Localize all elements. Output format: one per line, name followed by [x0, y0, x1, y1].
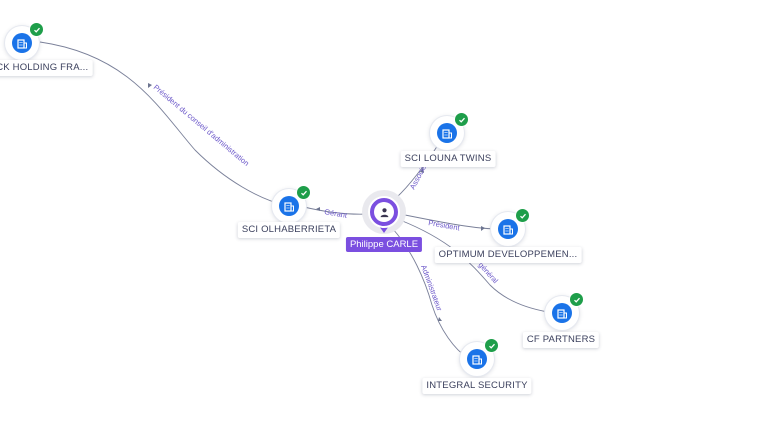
company-node-holding[interactable] [5, 22, 44, 60]
edge-arrow-1 [316, 207, 320, 211]
building-icon [467, 349, 487, 369]
edge-person-louna [395, 141, 441, 199]
building-icon [498, 219, 518, 239]
edge-olhaberrieta-person [303, 206, 369, 215]
edge-arrow-5 [438, 317, 442, 321]
company-label-cfpartners[interactable]: CF PARTNERS [522, 332, 600, 348]
company-node-louna[interactable] [430, 112, 469, 150]
company-label-optimum[interactable]: OPTIMUM DEVELOPPEMEN... [434, 247, 582, 263]
edge-arrow-3 [481, 226, 485, 231]
edge-person-cfpartners [399, 219, 549, 313]
company-label-louna[interactable]: SCI LOUNA TWINS [400, 151, 496, 167]
company-label-integral[interactable]: INTEGRAL SECURITY [422, 378, 532, 394]
edge-person-optimum [399, 213, 496, 230]
person-pin-tail [379, 226, 389, 233]
verified-check-icon [484, 338, 499, 353]
edge-holding-olhaberrieta [39, 41, 289, 207]
edge-label-2: Associé [408, 164, 428, 191]
edge-label-3: Président [428, 218, 462, 233]
edge-arrow-2 [420, 168, 424, 173]
building-icon [12, 33, 32, 53]
verified-check-icon [515, 208, 530, 223]
person-icon [374, 202, 394, 222]
verified-check-icon [29, 22, 44, 37]
edge-label-0: Président du conseil d'administration [152, 83, 251, 168]
building-icon [437, 123, 457, 143]
company-node-cfpartners[interactable] [545, 292, 584, 330]
company-label-olhaberrieta[interactable]: SCI OLHABERRIETA [237, 222, 341, 238]
edge-arrow-0 [148, 83, 152, 88]
building-icon [279, 196, 299, 216]
company-label-holding[interactable]: ...CK HOLDING FRA... [0, 60, 93, 76]
company-node-optimum[interactable] [491, 208, 530, 246]
verified-check-icon [569, 292, 584, 307]
edge-label-1: Gérant [324, 207, 349, 220]
person-label[interactable]: Philippe CARLE [345, 237, 423, 252]
verified-check-icon [296, 185, 311, 200]
building-icon [552, 303, 572, 323]
company-node-olhaberrieta[interactable] [272, 185, 311, 223]
verified-check-icon [454, 112, 469, 127]
company-node-integral[interactable] [460, 338, 499, 376]
person-node[interactable] [368, 196, 400, 228]
